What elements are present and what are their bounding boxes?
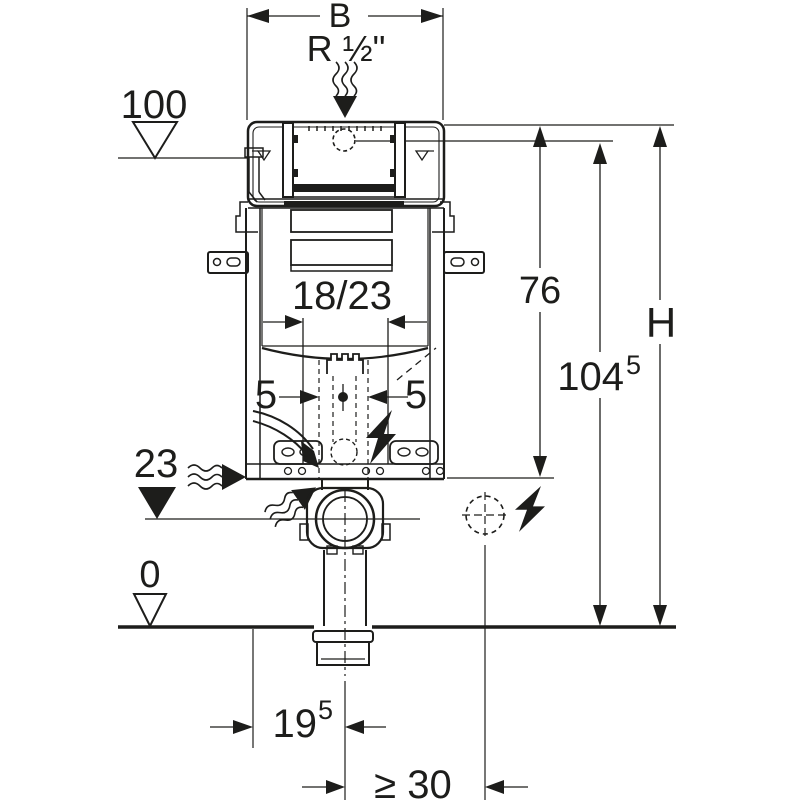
level-marker-0: 0 <box>132 554 168 629</box>
wall-bracket-left <box>207 251 249 274</box>
dim-offset-5: 5 5 <box>255 373 427 417</box>
drain-socket <box>312 630 374 666</box>
wall-bracket-right <box>443 251 485 274</box>
cistern-top <box>235 120 455 233</box>
lightning-bolt-icon <box>366 410 396 464</box>
frame-rails <box>245 208 445 479</box>
frame-bottom-rail <box>246 463 445 481</box>
drain-pipe <box>323 490 367 676</box>
dim-height-group: 76 104 5 H <box>356 124 676 626</box>
dim-18-23-label: 18/23 <box>292 274 392 318</box>
dim-5-right-label: 5 <box>405 373 427 417</box>
dim-5-left-label: 5 <box>255 373 277 417</box>
level-23-label: 23 <box>134 442 179 486</box>
flush-valve-cap <box>326 353 364 374</box>
fill-valve-fitting <box>235 147 266 233</box>
level-marker-23: 23 <box>134 442 420 520</box>
level-marker-100: 100 <box>118 83 247 160</box>
dim-h-label: H <box>646 299 676 346</box>
odor-flow-arrow-icon <box>264 487 317 528</box>
dim-width-b: B <box>246 0 444 120</box>
supply-connection-circle <box>332 128 356 152</box>
dim-19-label: 19 <box>273 702 318 746</box>
pan-fixing-bracket-left <box>273 440 323 465</box>
dim-opening-18-23: 18/23 <box>263 274 427 464</box>
dim-clearance-30: ≥ 30 <box>302 545 528 800</box>
electrical-connection-circle <box>462 492 508 540</box>
cable-route-line <box>396 347 437 381</box>
level-0-label: 0 <box>139 554 160 596</box>
flush-bend <box>252 410 319 468</box>
dim-19-sup-label: 5 <box>318 695 333 725</box>
dim-104-label: 104 <box>557 355 624 399</box>
lightning-bolt-icon <box>515 486 545 532</box>
level-100-label: 100 <box>121 83 188 127</box>
water-supply-arrow-icon <box>332 61 358 118</box>
dim-104-sup-label: 5 <box>626 350 641 380</box>
tank-bottom <box>261 345 429 478</box>
flush-flow-arrow-icon <box>187 464 246 490</box>
dim-76-label: 76 <box>519 270 561 312</box>
dim-b-label: B <box>329 0 352 35</box>
inspection-plates <box>290 209 393 272</box>
frame-cross-rail <box>248 198 444 209</box>
dim-outlet-offset-19-5: 19 5 <box>210 629 386 800</box>
shell-corner-right <box>432 201 455 233</box>
water-level-mark-right <box>414 150 434 162</box>
pan-fixing-bracket-right <box>389 440 439 465</box>
water-level-mark-left <box>252 150 272 162</box>
dim-ge30-label: ≥ 30 <box>374 763 452 800</box>
